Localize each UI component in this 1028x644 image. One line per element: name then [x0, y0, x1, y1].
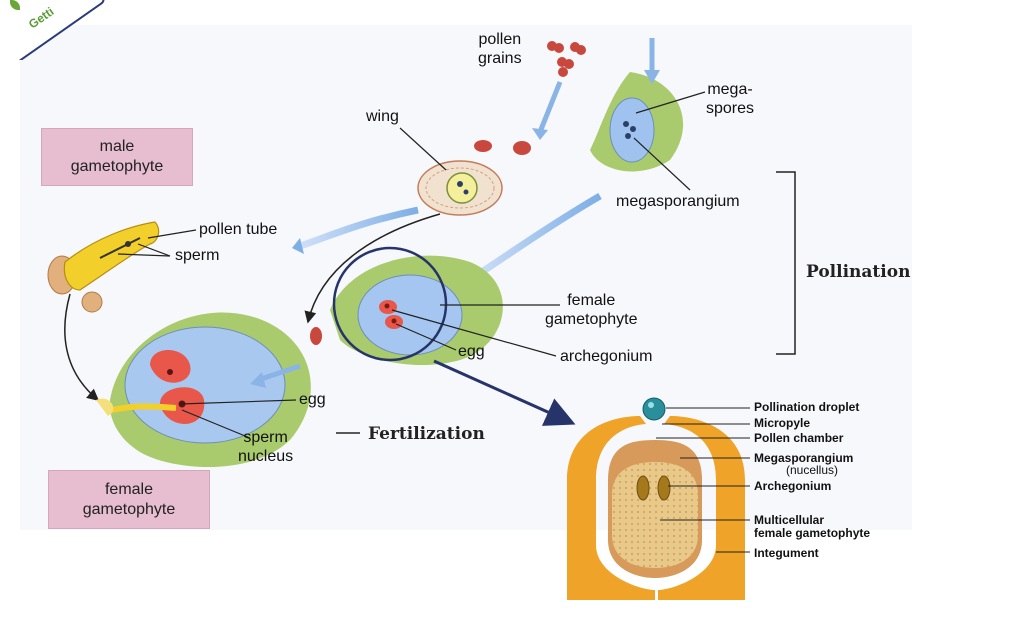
corner-badge[interactable]: Getti [0, 0, 110, 60]
ovule-top [590, 72, 684, 172]
pollen-tube-label: pollen tube [199, 221, 278, 238]
megaspores-label: mega- spores [706, 81, 755, 117]
female-gametophyte-detail-label: female gametophyte [754, 526, 871, 540]
pollination-droplet-label: Pollination droplet [754, 400, 860, 414]
male-gametophyte-box: male gametophyte [41, 128, 193, 186]
ovule-lower [96, 312, 311, 468]
detail-leaders [656, 407, 750, 553]
leaf-icon [10, 0, 20, 10]
female-gametophyte-label: female gametophyte [545, 292, 638, 328]
pollen-grains-cluster [547, 41, 586, 77]
egg-label-lower: egg [299, 391, 326, 408]
egg-label-middle: egg [458, 343, 485, 360]
integument-label: Integument [754, 546, 819, 560]
pollination-label: Pollination [806, 262, 911, 282]
female-gametophyte-box: female gametophyte [48, 470, 210, 529]
micropyle-label: Micropyle [754, 416, 811, 430]
sperm-label: sperm [175, 247, 220, 264]
loose-pollen [474, 140, 531, 155]
megasporangium-detail-label: Megasporangium [754, 451, 854, 465]
winged-pollen [417, 160, 503, 216]
archegonium-detail-label: Archegonium [754, 479, 832, 493]
sperm-nucleus-label: sperm nucleus [238, 429, 294, 465]
wing-label: wing [366, 108, 399, 125]
highlight-circle [332, 246, 448, 362]
pollen-chamber-label: Pollen chamber [754, 431, 844, 445]
megasporangium-label: megasporangium [616, 193, 740, 210]
detail-ovule [567, 397, 745, 600]
fertilization-label: Fertilization [368, 424, 485, 444]
multicellular-label: Multicellular [754, 513, 825, 527]
nucellus-label: (nucellus) [786, 463, 839, 477]
pollen-tube-illustration [47, 221, 160, 313]
pollen-grains-label: pollen grains [478, 31, 522, 67]
archegonium-label: archegonium [560, 348, 653, 365]
